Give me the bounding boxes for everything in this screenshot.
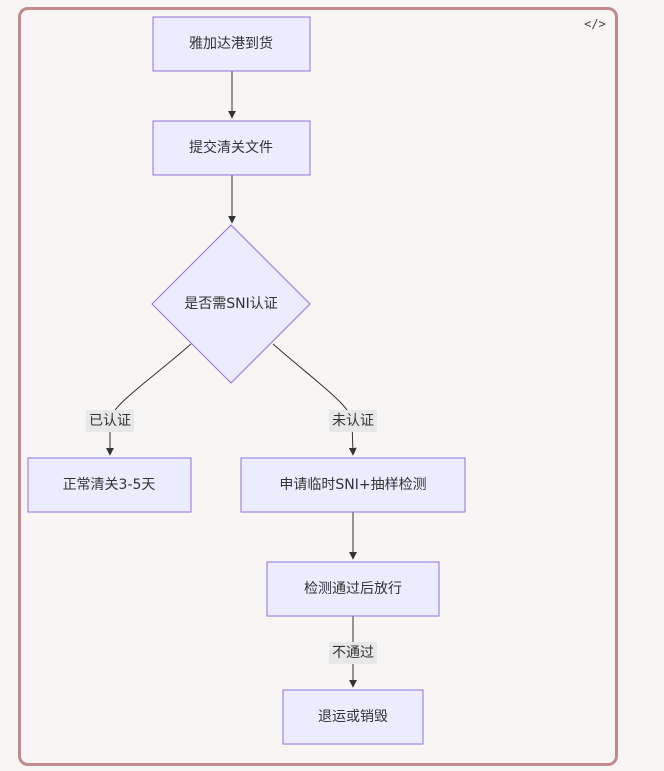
svg-text:提交清关文件: 提交清关文件 (189, 139, 273, 156)
edge-decision-normal (106, 343, 192, 456)
edge-label-certified: 已认证 (86, 410, 134, 432)
svg-text:雅加达港到货: 雅加达港到货 (189, 35, 273, 52)
node-apply-sni[interactable]: 申请临时SNI+抽样检测 (240, 457, 466, 513)
edge-label-not-certified: 未认证 (329, 410, 377, 432)
svg-text:退运或销毁: 退运或销毁 (318, 709, 388, 725)
edge-label-failed: 不通过 (329, 642, 377, 664)
diagram-frame (18, 7, 618, 766)
node-sni-decision[interactable]: 是否需SNI认证 (151, 224, 311, 384)
svg-text:正常清关3-5天: 正常清关3-5天 (63, 477, 156, 493)
code-icon[interactable]: </> (584, 17, 606, 31)
svg-text:已认证: 已认证 (89, 413, 131, 429)
svg-text:申请临时SNI+抽样检测: 申请临时SNI+抽样检测 (279, 477, 426, 493)
node-inspect-release[interactable]: 检测通过后放行 (266, 561, 440, 617)
node-submit-docs[interactable]: 提交清关文件 (152, 120, 311, 176)
svg-text:是否需SNI认证: 是否需SNI认证 (184, 296, 278, 312)
node-normal-clearance[interactable]: 正常清关3-5天 (27, 457, 192, 513)
svg-text:不通过: 不通过 (332, 645, 374, 661)
node-arrival[interactable]: 雅加达港到货 (152, 16, 311, 72)
svg-text:检测通过后放行: 检测通过后放行 (304, 581, 402, 597)
edge-decision-apply (272, 343, 357, 456)
node-return-destroy[interactable]: 退运或销毁 (282, 689, 424, 745)
svg-text:未认证: 未认证 (332, 413, 374, 429)
